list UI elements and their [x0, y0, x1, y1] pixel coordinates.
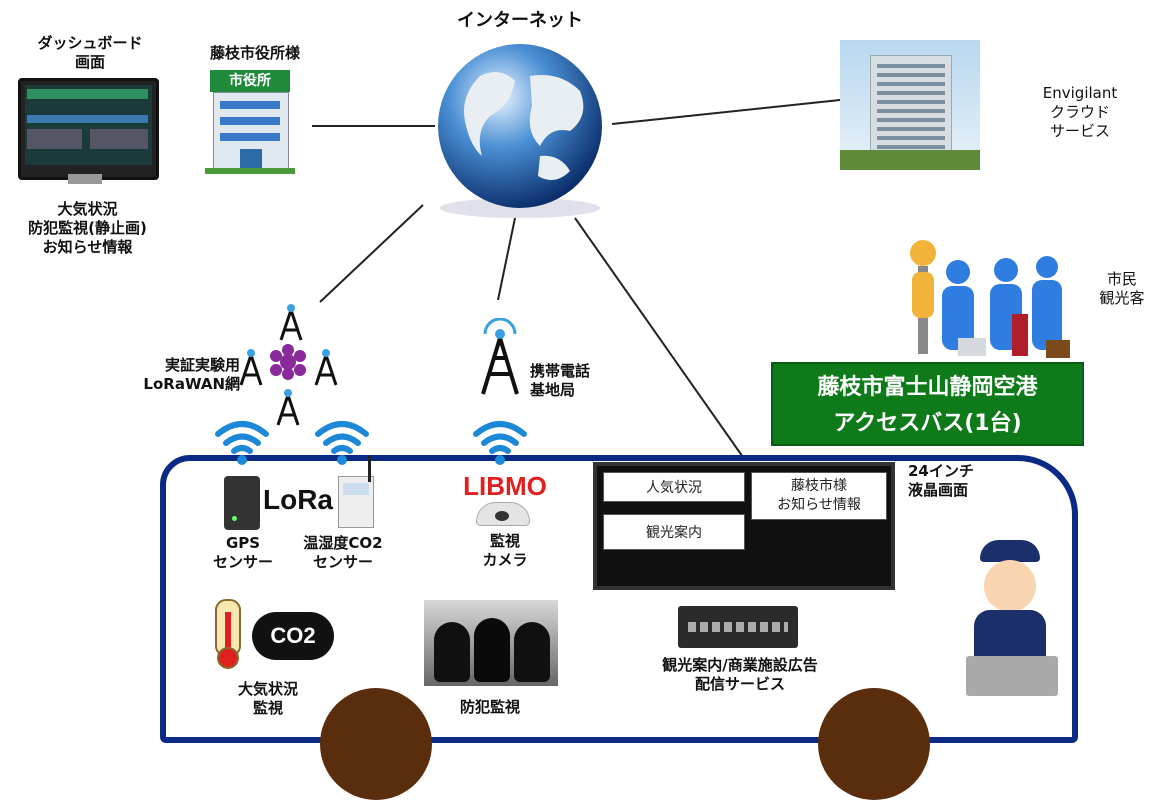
- globe-icon: [438, 44, 602, 218]
- env-sensor-antenna: [368, 456, 371, 482]
- line-internet-cloud: [611, 99, 841, 125]
- display-cell-status: 人気状況: [603, 472, 745, 502]
- wifi-icon: [215, 421, 269, 465]
- lorawan-antenna-cluster-icon: [239, 304, 338, 426]
- city-hall-building-icon: 市役所: [205, 70, 295, 175]
- lora-logo: LoRa: [263, 484, 333, 515]
- internet-label: インターネット: [457, 10, 583, 31]
- gps-sensor-device: [224, 476, 260, 530]
- line-internet-basestation: [497, 217, 516, 301]
- co2-cloud-icon: CO2: [252, 612, 334, 660]
- dashboard-title: ダッシュボード画面: [37, 34, 143, 71]
- wifi-icon: [473, 421, 527, 465]
- bus-wheel-front: [320, 688, 432, 800]
- bus-wheel-rear: [818, 688, 930, 800]
- display-size-label: 24インチ液晶画面: [908, 462, 974, 499]
- libmo-logo: LIBMO: [463, 471, 547, 501]
- monitor-stand: [68, 174, 102, 184]
- base-station-label: 携帯電話基地局: [530, 362, 591, 399]
- display-screen: 人気状況 観光案内 藤枝市様お知らせ情報: [593, 462, 895, 590]
- air-monitor-label: 大気状況監視: [237, 680, 298, 717]
- citizens-label: 市民観光客: [1099, 270, 1145, 307]
- bus-banner: 藤枝市富士山静岡空港アクセスバス(1台): [771, 362, 1084, 446]
- crime-prevention-label: 防犯監視: [459, 698, 520, 716]
- display-cell-notice: 藤枝市様お知らせ情報: [751, 472, 887, 520]
- wifi-icon: [315, 421, 369, 465]
- line-internet-lorawan: [319, 204, 424, 303]
- thermometer-icon: [215, 599, 241, 669]
- env-sensor-device: [338, 476, 374, 528]
- dome-camera-icon: [476, 502, 530, 526]
- crime-prevention-photo: [424, 600, 558, 686]
- city-hall-title: 藤枝市役所様: [209, 44, 300, 62]
- dashboard-monitor: [18, 78, 159, 180]
- line-internet-display: [574, 217, 746, 461]
- signage-box-device: [678, 606, 798, 648]
- signage-label: 観光案内/商業施設広告配信サービス: [662, 656, 818, 693]
- dashboard-description: 大気状況防犯監視(静止画)お知らせ情報: [28, 200, 147, 256]
- bus-driver-illustration: [962, 540, 1062, 700]
- cloud-building-photo: [840, 40, 980, 170]
- display-cell-guide: 観光案内: [603, 514, 745, 550]
- citizens-illustration: [908, 240, 1073, 362]
- base-station-antenna-icon: [481, 318, 519, 395]
- camera-label: 監視カメラ: [482, 532, 528, 569]
